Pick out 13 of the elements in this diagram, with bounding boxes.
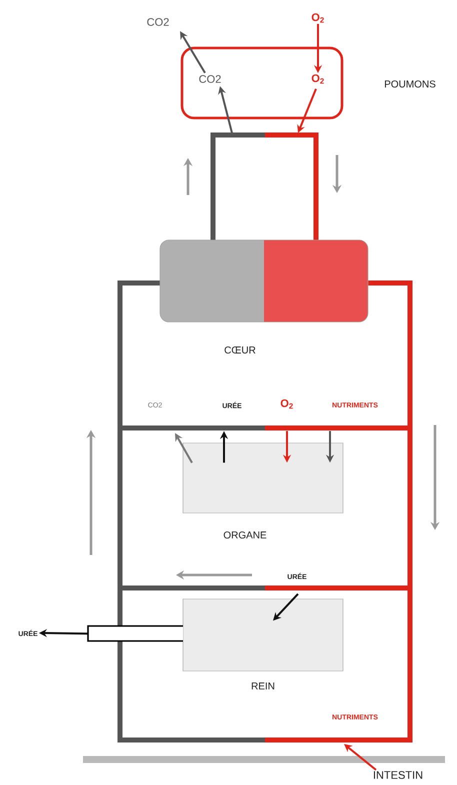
node-label: ORGANE <box>224 531 266 539</box>
node-label: REIN <box>252 682 274 690</box>
node-label: CŒUR <box>224 346 256 354</box>
text-label: O$_{2}$ <box>312 13 324 23</box>
text-label: CO2 <box>147 18 169 26</box>
organ-box: REIN <box>182 598 344 690</box>
text-label: O$_{2}$ <box>280 399 293 409</box>
node-label: POUMONS <box>384 80 436 88</box>
text-label: O$_{2}$ <box>312 74 324 84</box>
heart-box: CŒUR <box>160 240 368 354</box>
text-label: INTESTIN <box>374 771 422 779</box>
organ-box: ORGANE <box>182 442 344 539</box>
text-label: CO2 <box>199 75 221 83</box>
